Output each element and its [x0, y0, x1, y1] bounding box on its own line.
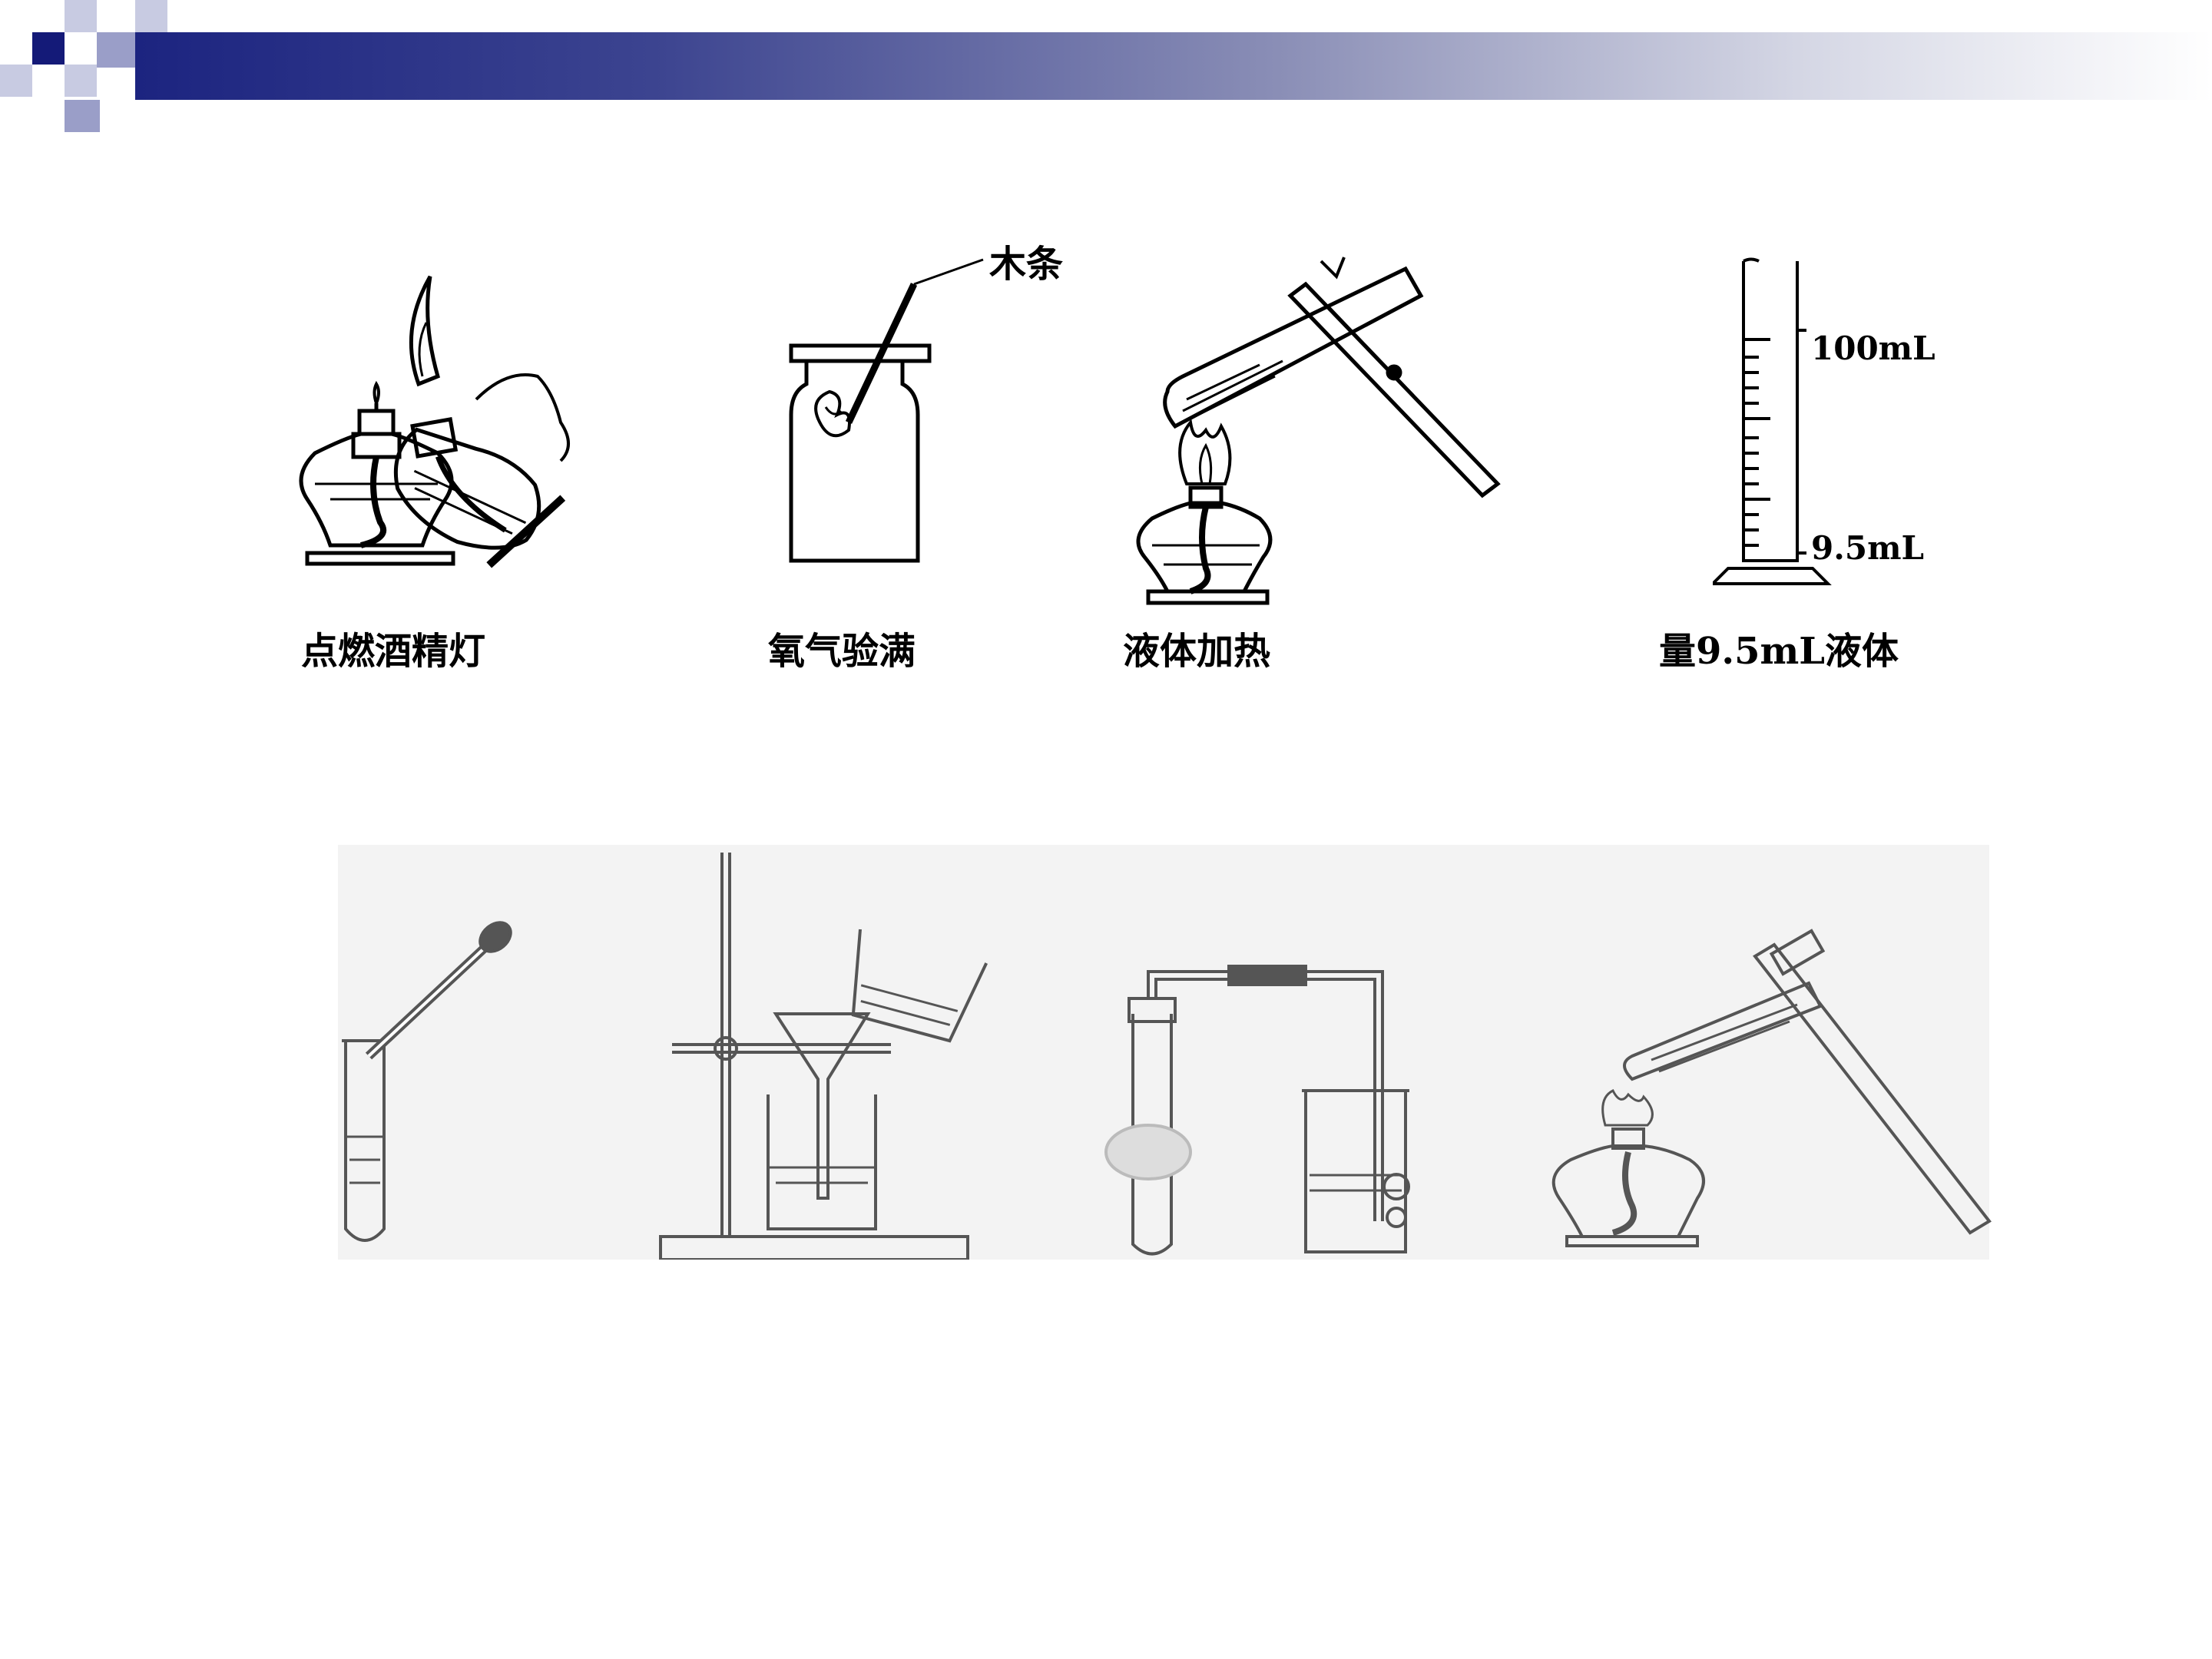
label-cylinder-top: 100mL [1811, 329, 1936, 367]
caption-measure-liquid: 量9.5mL液体 [1659, 630, 1899, 673]
bottom-figure-strip [338, 845, 1989, 1260]
label-cylinder-level: 9.5mL [1811, 529, 1924, 567]
decor-square [0, 65, 32, 97]
decor-square [65, 100, 100, 132]
caption-heat-liquid: 液体加热 [1123, 630, 1271, 673]
diagram-measuring-cylinder: 100mL 9.5mL [1713, 257, 1936, 585]
decor-square [65, 0, 97, 32]
diagram-filtration [659, 853, 988, 1260]
decor-square [65, 65, 97, 97]
diagram-oxygen-test: 木条 [789, 243, 1063, 563]
diagram-dropper-test-tube [342, 921, 512, 1242]
decor-square [97, 32, 135, 68]
diagram-heat-test-tube-holder [1551, 929, 1992, 1247]
label-wood-stick: 木条 [989, 243, 1063, 286]
caption-light-lamp: 点燃酒精灯 [301, 630, 486, 673]
decor-square [32, 32, 65, 65]
diagram-heat-liquid [1136, 257, 1501, 605]
caption-oxygen-test: 氧气验满 [768, 630, 916, 673]
diagram-gas-tightness-check [1104, 965, 1410, 1256]
diagram-light-lamp [299, 275, 570, 568]
title-bar [135, 32, 2212, 100]
decor-square [135, 0, 167, 32]
